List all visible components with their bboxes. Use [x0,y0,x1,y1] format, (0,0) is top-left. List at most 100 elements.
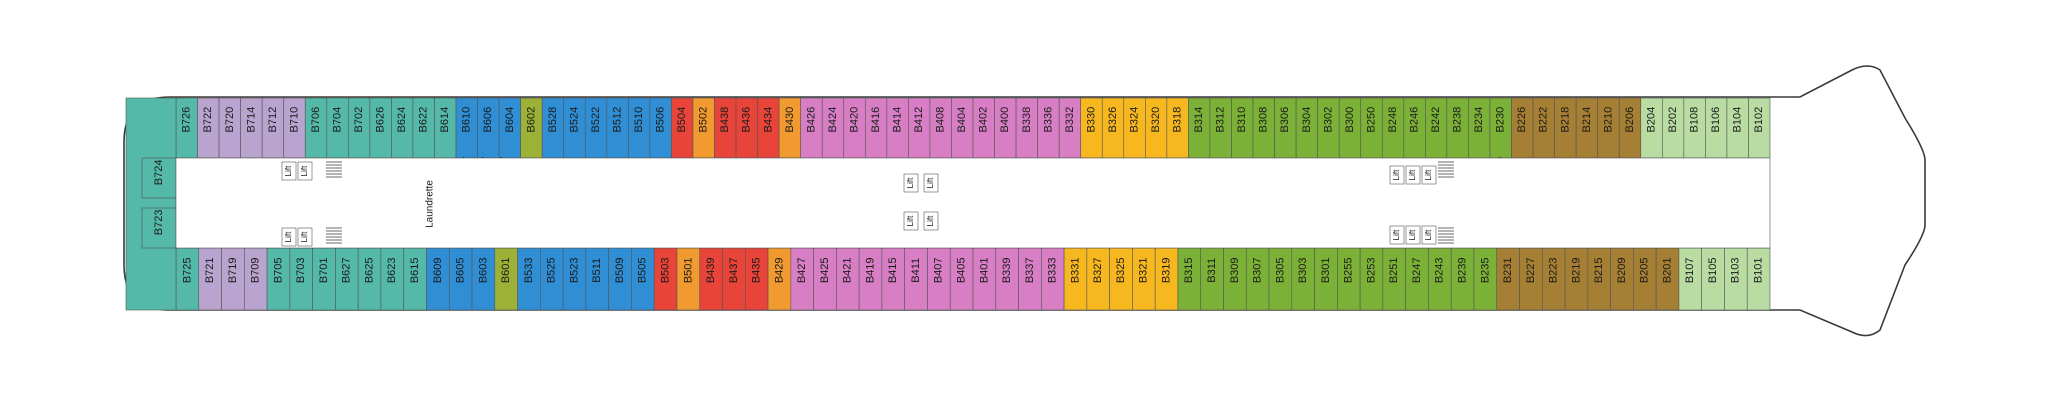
cabin-B405[interactable]: B405 [949,247,974,311]
cabin-B439[interactable]: B439 [699,247,723,311]
cabin-B505[interactable]: B505 [631,247,655,311]
cabin-B248[interactable]: B248 [1381,97,1405,159]
cabin-B324[interactable]: B324 [1123,97,1146,159]
cabin-B425[interactable]: B425 [813,247,837,311]
cabin-B103[interactable]: B103 [1724,247,1748,311]
cabin-B407[interactable]: B407 [927,247,951,311]
cabin-B210[interactable]: B210 [1597,97,1620,159]
cabin-B209[interactable]: B209 [1610,247,1634,311]
cabin-B726[interactable]: B726 [175,97,198,159]
cabin-B626[interactable]: B626 [369,97,392,159]
cabin-B205[interactable]: B205 [1633,247,1657,311]
cabin-B721[interactable]: B721 [198,247,222,311]
cabin-B712[interactable]: B712 [261,97,285,159]
cabin-B222[interactable]: B222 [1532,97,1555,159]
cabin-B104[interactable]: B104 [1726,97,1749,159]
cabin-B330[interactable]: B330 [1080,97,1103,159]
cabin-B238[interactable]: B238 [1446,97,1469,159]
cabin-B724[interactable]: B724 [141,157,177,199]
cabin-B435[interactable]: B435 [744,247,769,311]
cabin-B206[interactable]: B206 [1618,97,1642,159]
cabin-B402[interactable]: B402 [972,97,995,159]
cabin-B311[interactable]: B311 [1200,247,1224,311]
cabin-B307[interactable]: B307 [1245,247,1270,311]
cabin-B510[interactable]: B510 [628,97,651,159]
cabin-B223[interactable]: B223 [1541,247,1566,311]
cabin-B610[interactable]: B610 [455,97,478,159]
cabin-B250[interactable]: B250 [1360,97,1383,159]
cabin-B106[interactable]: B106 [1705,97,1728,159]
cabin-B411[interactable]: B411 [904,247,928,311]
cabin-B609[interactable]: B609 [426,247,450,311]
cabin-B522[interactable]: B522 [584,97,608,159]
cabin-B320[interactable]: B320 [1145,97,1168,159]
cabin-B414[interactable]: B414 [886,97,909,159]
cabin-B430[interactable]: B430 [778,97,801,159]
cabin-B725[interactable]: B725 [175,247,200,311]
cabin-B105[interactable]: B105 [1701,247,1725,311]
cabin-B528[interactable]: B528 [541,97,565,159]
cabin-B437[interactable]: B437 [722,247,746,311]
cabin-B624[interactable]: B624 [391,97,414,159]
cabin-B204[interactable]: B204 [1640,97,1663,159]
cabin-B502[interactable]: B502 [692,97,715,159]
cabin-B709[interactable]: B709 [244,247,268,311]
cabin-B705[interactable]: B705 [266,247,291,311]
cabin-B107[interactable]: B107 [1678,247,1702,311]
cabin-B247[interactable]: B247 [1405,247,1429,311]
cabin-B420[interactable]: B420 [843,97,866,159]
cabin-B315[interactable]: B315 [1177,247,1202,311]
cabin-B338[interactable]: B338 [1015,97,1038,159]
cabin-B332[interactable]: B332 [1058,97,1082,159]
cabin-B102[interactable]: B102 [1748,97,1771,159]
cabin-B710[interactable]: B710 [283,97,306,159]
cabin-B604[interactable]: B604 [498,97,521,159]
cabin-B703[interactable]: B703 [289,247,313,311]
cabin-B426[interactable]: B426 [800,97,823,159]
cabin-B303[interactable]: B303 [1291,247,1315,311]
cabin-B601[interactable]: B601 [494,247,518,311]
cabin-B511[interactable]: B511 [585,247,609,311]
cabin-B300[interactable]: B300 [1338,97,1362,159]
cabin-B201[interactable]: B201 [1655,247,1680,311]
cabin-B309[interactable]: B309 [1223,247,1247,311]
cabin-B227[interactable]: B227 [1519,247,1543,311]
cabin-B219[interactable]: B219 [1564,247,1589,311]
cabin-B306[interactable]: B306 [1274,97,1297,159]
cabin-B523[interactable]: B523 [562,247,587,311]
cabin-B427[interactable]: B427 [790,247,814,311]
cabin-B424[interactable]: B424 [821,97,845,159]
cabin-B325[interactable]: B325 [1109,247,1133,311]
cabin-B202[interactable]: B202 [1661,97,1685,159]
cabin-B242[interactable]: B242 [1425,97,1448,159]
cabin-B501[interactable]: B501 [676,247,701,311]
cabin-B408[interactable]: B408 [929,97,952,159]
cabin-B308[interactable]: B308 [1252,97,1275,159]
cabin-B108[interactable]: B108 [1683,97,1706,159]
cabin-B438[interactable]: B438 [714,97,737,159]
cabin-B235[interactable]: B235 [1473,247,1498,311]
cabin-B326[interactable]: B326 [1101,97,1125,159]
cabin-B533[interactable]: B533 [517,247,541,311]
cabin-B401[interactable]: B401 [972,247,997,311]
cabin-B253[interactable]: B253 [1359,247,1384,311]
cabin-B605[interactable]: B605 [448,247,473,311]
cabin-B101[interactable]: B101 [1746,247,1771,311]
cabin-B215[interactable]: B215 [1587,247,1611,311]
cabin-B231[interactable]: B231 [1496,247,1520,311]
cabin-B251[interactable]: B251 [1382,247,1406,311]
cabin-B416[interactable]: B416 [864,97,888,159]
cabin-B336[interactable]: B336 [1037,97,1060,159]
cabin-B321[interactable]: B321 [1132,247,1156,311]
cabin-B723[interactable]: B723 [141,207,177,249]
cabin-B504[interactable]: B504 [671,97,694,159]
cabin-B246[interactable]: B246 [1403,97,1426,159]
cabin-B234[interactable]: B234 [1468,97,1491,159]
cabin-B304[interactable]: B304 [1295,97,1318,159]
cabin-B429[interactable]: B429 [767,247,792,311]
cabin-B434[interactable]: B434 [757,97,780,159]
cabin-B720[interactable]: B720 [218,97,241,159]
cabin-B415[interactable]: B415 [881,247,905,311]
cabin-B512[interactable]: B512 [606,97,629,159]
cabin-B509[interactable]: B509 [608,247,632,311]
